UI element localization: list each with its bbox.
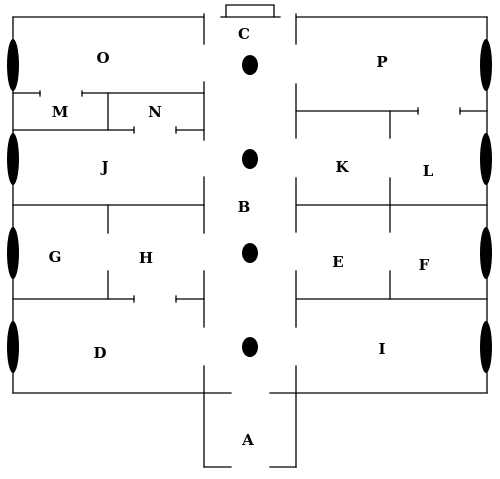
- pillar: [242, 149, 258, 169]
- right-interior-walls: [295, 107, 488, 300]
- top-notch: [225, 4, 275, 18]
- room-label-c: C: [238, 25, 250, 43]
- pillar: [242, 337, 258, 357]
- wall-marker: [7, 133, 19, 185]
- room-label-h: H: [139, 249, 153, 267]
- wall-marker: [7, 227, 19, 279]
- corridor-pillars: [242, 55, 258, 357]
- left-wall-markers: [7, 39, 19, 373]
- room-label-o: O: [96, 49, 109, 67]
- room-label-f: F: [419, 256, 430, 274]
- room-label-e: E: [332, 253, 343, 271]
- room-label-j: J: [99, 158, 108, 176]
- pillar: [242, 55, 258, 75]
- right-wall-markers: [480, 39, 492, 373]
- wall-marker: [7, 321, 19, 373]
- room-label-m: M: [52, 103, 69, 121]
- room-label-l: L: [423, 162, 434, 180]
- wall-marker: [7, 39, 19, 91]
- room-label-p: P: [376, 53, 387, 71]
- wall-marker: [480, 133, 492, 185]
- room-label-a: A: [241, 431, 254, 449]
- room-label-n: N: [148, 103, 162, 121]
- wall-marker: [480, 39, 492, 91]
- room-label-b: B: [238, 198, 251, 216]
- room-label-i: I: [378, 340, 385, 358]
- room-label-k: K: [335, 158, 349, 176]
- room-label-g: G: [49, 248, 62, 266]
- wall-marker: [480, 227, 492, 279]
- pillar: [242, 243, 258, 263]
- wall-marker: [480, 321, 492, 373]
- left-interior-walls: [12, 90, 205, 303]
- room-label-d: D: [93, 344, 106, 362]
- room-labels: O C P M N J K L B G H E F D I A: [49, 25, 434, 449]
